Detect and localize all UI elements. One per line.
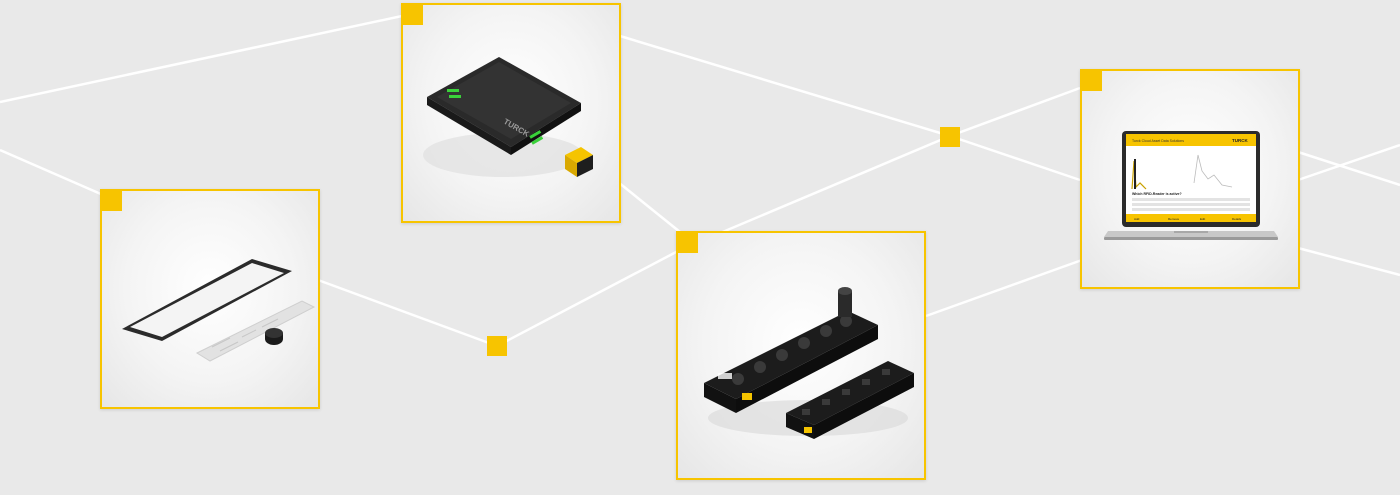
network-node [940, 127, 960, 147]
rfid-tags-card[interactable] [100, 189, 320, 409]
app-title: Turck Cloud Asset Data Solutions [1132, 139, 1184, 143]
io-modules-card[interactable] [676, 231, 926, 480]
tab-remove[interactable]: Remove [1168, 217, 1180, 221]
tab-add[interactable]: Add [1134, 217, 1140, 221]
block-io-modules-icon [704, 287, 914, 439]
card-corner-marker [678, 233, 698, 253]
tab-details[interactable]: Details [1232, 217, 1242, 221]
laptop-brand-label: TURCK [1232, 138, 1248, 143]
network-node [487, 336, 507, 356]
laptop-with-dashboard-icon: Turck Cloud Asset Data Solutions TURCK W… [1104, 131, 1278, 240]
tab-edit[interactable]: Edit [1200, 217, 1205, 221]
dashboard-question: Which RFID-Reader is active? [1132, 192, 1182, 196]
card-corner-marker [1082, 71, 1102, 91]
card-corner-marker [102, 191, 122, 211]
rfid-reader-icon: TURCK [423, 57, 593, 177]
rfid-reader-card[interactable]: TURCK [401, 3, 621, 223]
rfid-tag-set-icon [122, 259, 316, 362]
laptop-dashboard-card[interactable]: Turck Cloud Asset Data Solutions TURCK W… [1080, 69, 1300, 289]
card-corner-marker [403, 5, 423, 25]
